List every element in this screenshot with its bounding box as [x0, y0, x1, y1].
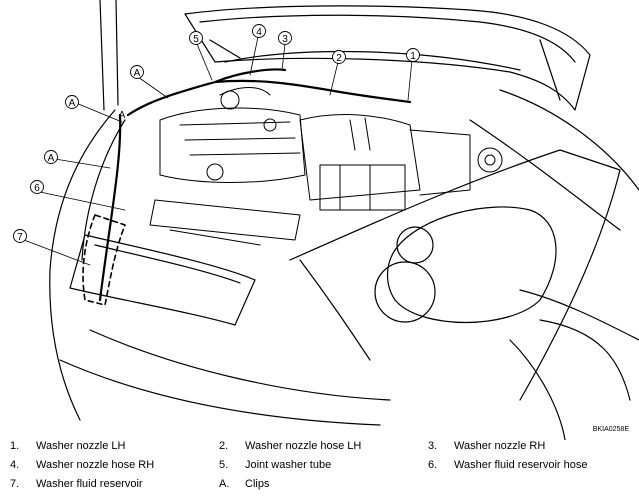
legend-item: A. Clips — [219, 478, 269, 490]
svg-text:5: 5 — [193, 34, 199, 45]
washer-hose — [98, 68, 412, 302]
legend-key: 7. — [10, 478, 20, 490]
legend-key: 6. — [428, 459, 438, 471]
callout-5: 5 — [189, 31, 203, 45]
legend-row: 7. Washer fluid reservoir A. Clips — [0, 478, 639, 497]
legend-item: 2. Washer nozzle hose LH — [219, 440, 361, 452]
engine — [149, 87, 503, 246]
callout-a-3: A — [44, 150, 58, 164]
svg-text:A: A — [119, 110, 126, 121]
svg-text:A: A — [69, 98, 76, 109]
legend-item: 6. Washer fluid reservoir hose — [428, 459, 587, 471]
legend-key: A. — [219, 478, 230, 490]
headlamp — [374, 206, 557, 324]
legend-item: 5. Joint washer tube — [219, 459, 331, 471]
legend-key: 5. — [219, 459, 229, 471]
svg-text:2: 2 — [336, 53, 342, 64]
callout-1: 1 — [406, 48, 420, 62]
hood — [99, 0, 591, 111]
legend-key: 1. — [10, 440, 20, 452]
callout-2: 2 — [332, 50, 346, 64]
legend-row: 1. Washer nozzle LH 2. Washer nozzle hose … — [0, 440, 639, 459]
legend: 1. Washer nozzle LH 2. Washer nozzle hose … — [0, 440, 639, 497]
callout-7: 7 — [13, 229, 27, 243]
legend-key: 3. — [428, 440, 438, 452]
callout-4: 4 — [252, 24, 266, 38]
legend-key: 2. — [219, 440, 229, 452]
callout-a-1: A — [130, 65, 144, 79]
svg-text:A: A — [48, 153, 55, 164]
legend-label: Washer nozzle hose RH — [36, 459, 155, 471]
legend-label: Joint washer tube — [245, 459, 332, 471]
car-body — [49, 89, 639, 440]
legend-item: 4. Washer nozzle hose RH — [10, 459, 154, 471]
legend-item: 3. Washer nozzle RH — [428, 440, 545, 452]
svg-text:4: 4 — [256, 27, 262, 38]
callout-3: 3 — [278, 31, 292, 45]
figure-code: BKIA0258E — [592, 426, 629, 433]
legend-key: 4. — [10, 459, 20, 471]
legend-label: Washer fluid reservoir — [36, 478, 143, 490]
svg-text:6: 6 — [34, 183, 40, 194]
svg-text:1: 1 — [410, 51, 416, 62]
front-grille — [69, 234, 256, 326]
legend-row: 4. Washer nozzle hose RH 5. Joint washer t… — [0, 459, 639, 478]
legend-label: Washer nozzle RH — [454, 440, 546, 452]
legend-label: Washer nozzle LH — [36, 440, 126, 452]
washer-fluid-reservoir — [82, 214, 126, 306]
legend-label: Washer nozzle hose LH — [245, 440, 362, 452]
callout-6: 6 — [30, 180, 44, 194]
svg-text:3: 3 — [282, 34, 288, 45]
svg-text:A: A — [134, 68, 141, 79]
legend-item: 1. Washer nozzle LH — [10, 440, 125, 452]
callout-a-4: A — [119, 110, 126, 121]
leader-lines — [23, 36, 413, 266]
callouts: 1 2 3 4 5 6 7 A A A A — [13, 24, 420, 243]
legend-label: Washer fluid reservoir hose — [454, 459, 588, 471]
callout-a-2: A — [65, 95, 79, 109]
legend-item: 7. Washer fluid reservoir — [10, 478, 143, 490]
svg-text:7: 7 — [17, 232, 23, 243]
engine-bay-illustration: 1 2 3 4 5 6 7 A A A A — [13, 0, 639, 440]
legend-label: Clips — [245, 478, 270, 490]
